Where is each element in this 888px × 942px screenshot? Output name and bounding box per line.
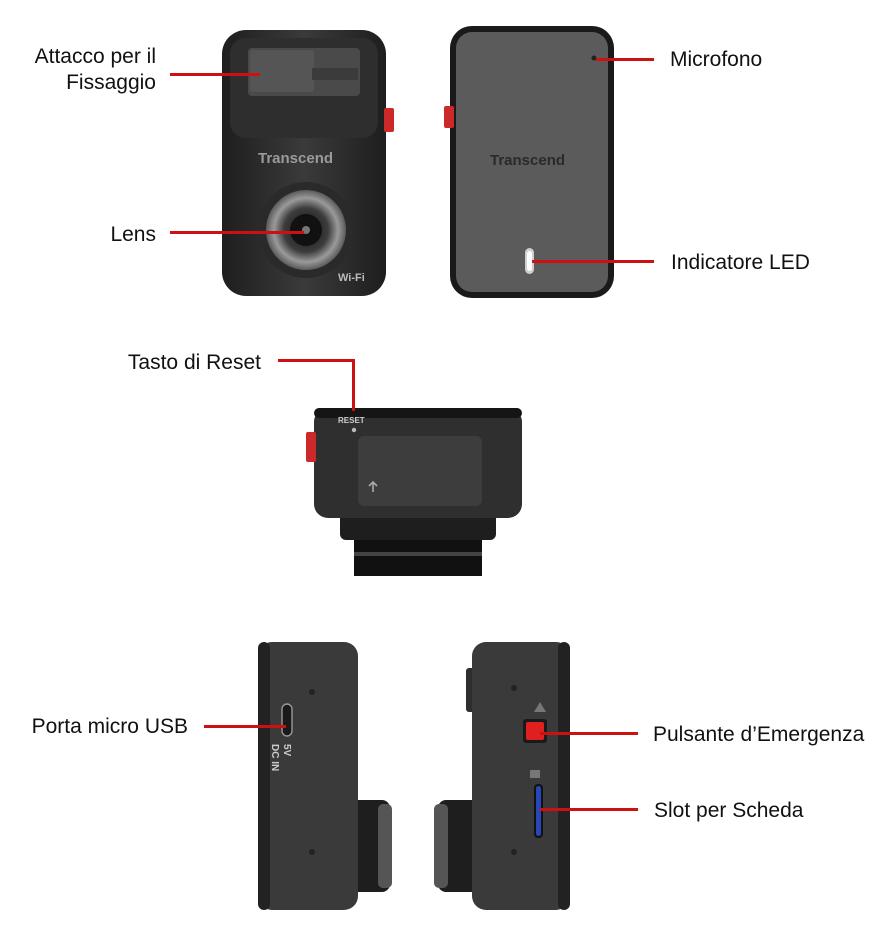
device-top-view: RESET — [306, 404, 526, 576]
port-text-dcin: DC IN — [269, 744, 280, 772]
label-microphone: Microfono — [670, 48, 763, 71]
device-front-view: Transcend Wi-Fi — [218, 28, 394, 298]
device-right-side-view — [434, 640, 574, 912]
callout-led-line — [532, 260, 654, 263]
wifi-text: Wi-Fi — [338, 272, 365, 284]
brand-logo-back: Transcend — [490, 152, 566, 169]
device-left-side-view: 5V DC IN — [254, 640, 402, 912]
label-reset: Tasto di Reset — [127, 351, 261, 374]
brand-logo-front: Transcend — [258, 150, 334, 167]
device-back-view: Transcend — [444, 24, 616, 300]
callout-reset-line-h — [278, 359, 355, 362]
callout-reset-line-v — [352, 359, 355, 411]
label-led: Indicatore LED — [671, 251, 810, 274]
label-lens: Lens — [110, 223, 156, 246]
label-mount-line1: Attacco per il — [34, 45, 156, 68]
label-usb: Porta micro USB — [31, 715, 188, 738]
callout-emergency-line — [540, 732, 638, 735]
callout-lens-line — [170, 231, 304, 234]
callout-slot-line — [540, 808, 638, 811]
port-text-5v: 5V — [281, 744, 292, 757]
label-mount: Attacco per il Fissaggio — [10, 44, 156, 96]
label-slot: Slot per Scheda — [654, 799, 804, 822]
callout-microphone-line — [596, 58, 654, 61]
reset-text: RESET — [338, 416, 365, 425]
callout-usb-line — [204, 725, 286, 728]
callout-mount-line — [170, 73, 260, 76]
label-emergency: Pulsante d’Emergenza — [653, 723, 865, 746]
label-mount-line2: Fissaggio — [66, 71, 156, 94]
